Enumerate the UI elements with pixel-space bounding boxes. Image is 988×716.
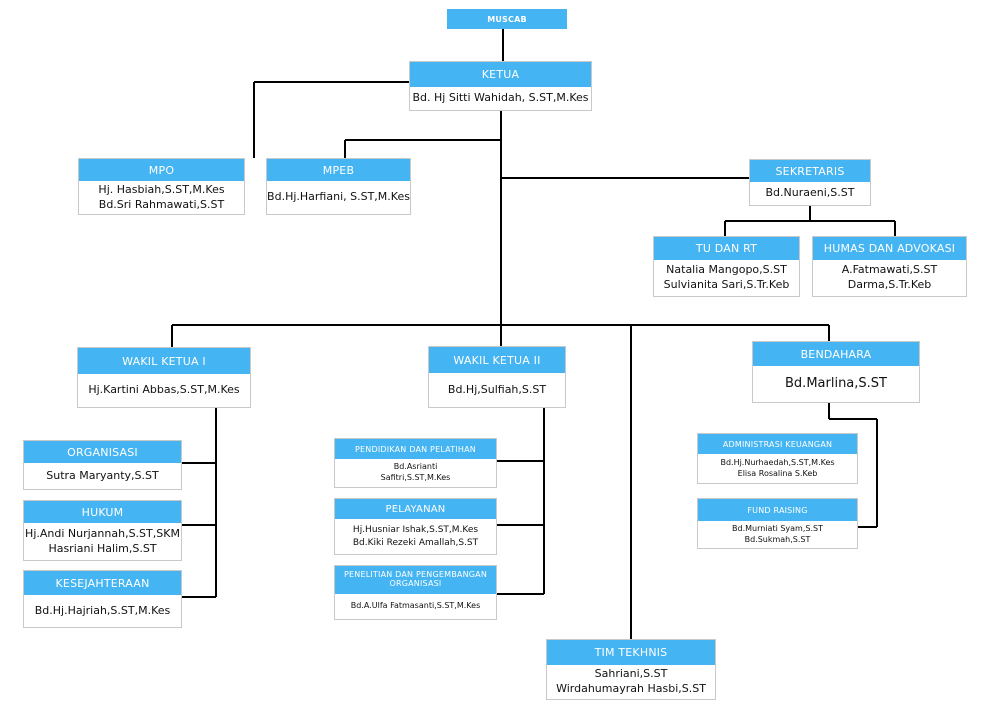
node-members: Hj.Kartini Abbas,S.ST,M.Kes bbox=[78, 374, 250, 407]
member-name: Bd.Hj.Hajriah,S.ST,M.Kes bbox=[34, 603, 171, 617]
member-name: Bd.Sri Rahmawati,S.ST bbox=[98, 197, 225, 211]
kesejahteraan-box: KESEJAHTERAAN Bd.Hj.Hajriah,S.ST,M.Kes bbox=[23, 570, 182, 628]
wakil-ketua-ii-box: WAKIL KETUA II Bd.Hj,Sulfiah,S.ST bbox=[428, 346, 566, 408]
member-name: Hj.Andi Nurjannah,S.ST,SKM bbox=[25, 526, 180, 540]
bendahara-box: BENDAHARA Bd.Marlina,S.ST bbox=[752, 341, 920, 403]
node-title: TIM TEKHNIS bbox=[547, 640, 715, 665]
node-title: WAKIL KETUA II bbox=[429, 347, 565, 373]
sekretaris-box: SEKRETARIS Bd.Nuraeni,S.ST bbox=[749, 159, 871, 206]
node-title: BENDAHARA bbox=[753, 342, 919, 366]
node-title: ADMINISTRASI KEUANGAN bbox=[698, 434, 857, 454]
node-title: KESEJAHTERAAN bbox=[24, 571, 181, 595]
node-title: TU DAN RT bbox=[654, 237, 799, 260]
node-members: Bd.Hj.Hajriah,S.ST,M.Kes bbox=[24, 595, 181, 627]
node-title: FUND RAISING bbox=[698, 499, 857, 521]
node-title: HUKUM bbox=[24, 501, 181, 523]
node-title: SEKRETARIS bbox=[750, 160, 870, 182]
node-members: Bd.Hj.Harfiani, S.ST,M.Kes bbox=[267, 181, 410, 214]
member-name: Bd.A.Ulfa Fatmasanti,S.ST,M.Kes bbox=[350, 601, 481, 611]
node-members: Bd.Hj,Sulfiah,S.ST bbox=[429, 373, 565, 407]
member-name: Natalia Mangopo,S.ST bbox=[666, 263, 787, 277]
organisasi-box: ORGANISASI Sutra Maryanty,S.ST bbox=[23, 440, 182, 490]
member-name: Hj.Husniar Ishak,S.ST,M.Kes bbox=[352, 525, 479, 536]
member-name: Bd.Kiki Rezeki Amallah,S.ST bbox=[352, 537, 479, 548]
member-name: Bd.Sukmah,S.ST bbox=[744, 534, 811, 544]
member-name: Bd.Murniati Syam,S.ST bbox=[732, 523, 823, 533]
node-title: KETUA bbox=[410, 62, 591, 87]
node-members: Bd. Hj Sitti Wahidah, S.ST,M.Kes bbox=[410, 87, 591, 110]
member-name: Hj.Kartini Abbas,S.ST,M.Kes bbox=[88, 383, 240, 397]
member-name: Hj. Hasbiah,S.ST,M.Kes bbox=[98, 182, 225, 196]
member-name: Bd. Hj Sitti Wahidah, S.ST,M.Kes bbox=[412, 91, 589, 105]
node-title: PENELITIAN DAN PENGEMBANGAN ORGANISASI bbox=[335, 566, 496, 594]
member-name: Sahriani,S.ST bbox=[594, 667, 668, 681]
member-name: Safitri,S.ST,M.Kes bbox=[380, 473, 451, 482]
node-title: MPO bbox=[79, 159, 244, 181]
member-name: Darma,S.Tr.Keb bbox=[847, 278, 932, 291]
node-title: ORGANISASI bbox=[24, 441, 181, 463]
member-name: Wirdahumayrah Hasbi,S.ST bbox=[556, 682, 706, 695]
member-name: Hasriani Halim,S.ST bbox=[48, 541, 157, 555]
node-title: PELAYANAN bbox=[335, 499, 496, 519]
wakil-ketua-i-box: WAKIL KETUA I Hj.Kartini Abbas,S.ST,M.Kes bbox=[77, 347, 251, 408]
node-members: Bd.A.Ulfa Fatmasanti,S.ST,M.Kes bbox=[335, 594, 496, 619]
member-name: Bd.Hj.Harfiani, S.ST,M.Kes bbox=[267, 190, 410, 204]
member-name: Elisa Rosalina S.Keb bbox=[737, 468, 818, 478]
ketua-box: KETUA Bd. Hj Sitti Wahidah, S.ST,M.Kes bbox=[409, 61, 592, 111]
mpeb-box: MPEB Bd.Hj.Harfiani, S.ST,M.Kes bbox=[266, 158, 411, 215]
node-title: HUMAS DAN ADVOKASI bbox=[813, 237, 966, 260]
node-title: WAKIL KETUA I bbox=[78, 348, 250, 374]
member-name: Bd.Marlina,S.ST bbox=[785, 376, 887, 392]
member-name: Bd.Nuraeni,S.ST bbox=[765, 186, 855, 200]
node-members: Bd.Marlina,S.ST bbox=[753, 366, 919, 402]
node-title: MPEB bbox=[267, 159, 410, 181]
member-name: Bd.Hj.Nurhaedah,S.ST,M.Kes bbox=[720, 457, 835, 467]
node-members: Bd.Nuraeni,S.ST bbox=[750, 182, 870, 205]
node-title: MUSCAB bbox=[447, 9, 567, 29]
member-name: Sutra Maryanty,S.ST bbox=[46, 468, 159, 482]
member-name: Bd.Asrianti bbox=[393, 462, 438, 472]
node-members: Sutra Maryanty,S.ST bbox=[24, 463, 181, 489]
muscab-box: MUSCAB bbox=[447, 9, 567, 29]
member-name: Sulvianita Sari,S.Tr.Keb bbox=[663, 278, 790, 291]
member-name: A.Fatmawati,S.ST bbox=[841, 263, 938, 277]
node-title: PENDIDIKAN DAN PELATIHAN bbox=[335, 439, 496, 459]
penelitian-dan-pengembangan-box: PENELITIAN DAN PENGEMBANGAN ORGANISASI Bd… bbox=[334, 565, 497, 620]
member-name: Bd.Hj,Sulfiah,S.ST bbox=[447, 382, 547, 396]
